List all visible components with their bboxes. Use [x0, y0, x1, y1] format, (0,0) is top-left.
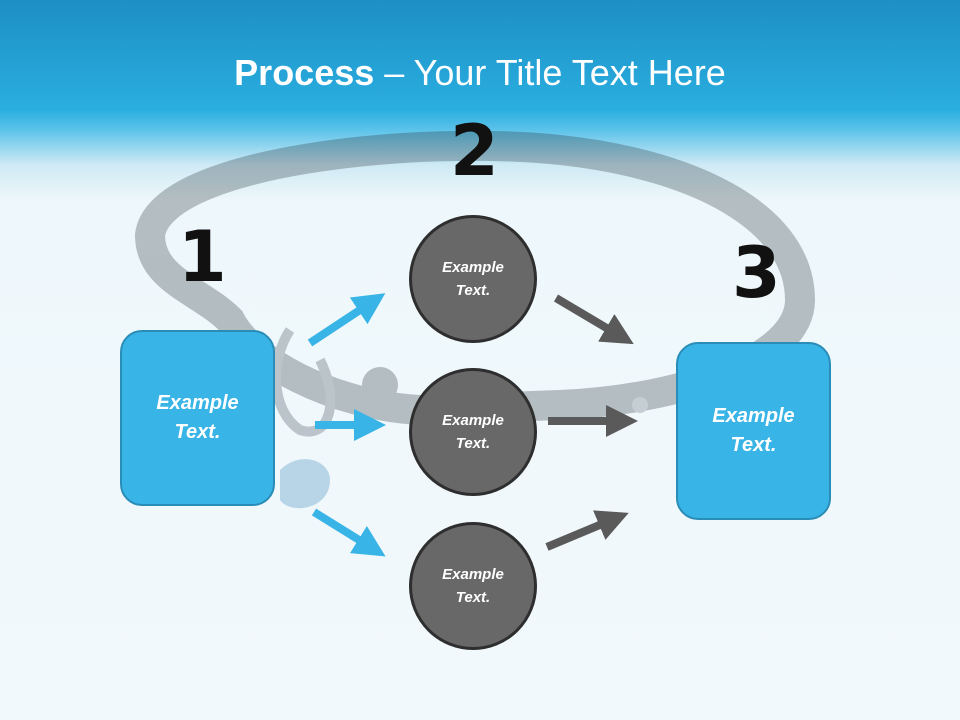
arrow-circle3-to-box2	[545, 510, 629, 551]
step-number-1: 1	[178, 216, 227, 298]
arrow-box1-to-circle1	[307, 293, 386, 347]
step-number-3: 3	[732, 232, 781, 314]
arrow-circle1-to-box2	[553, 294, 634, 345]
arrow-box1-to-circle3	[311, 508, 386, 557]
page-title: Process – Your Title Text Here	[234, 52, 726, 93]
step-number-2: 2	[450, 110, 499, 192]
